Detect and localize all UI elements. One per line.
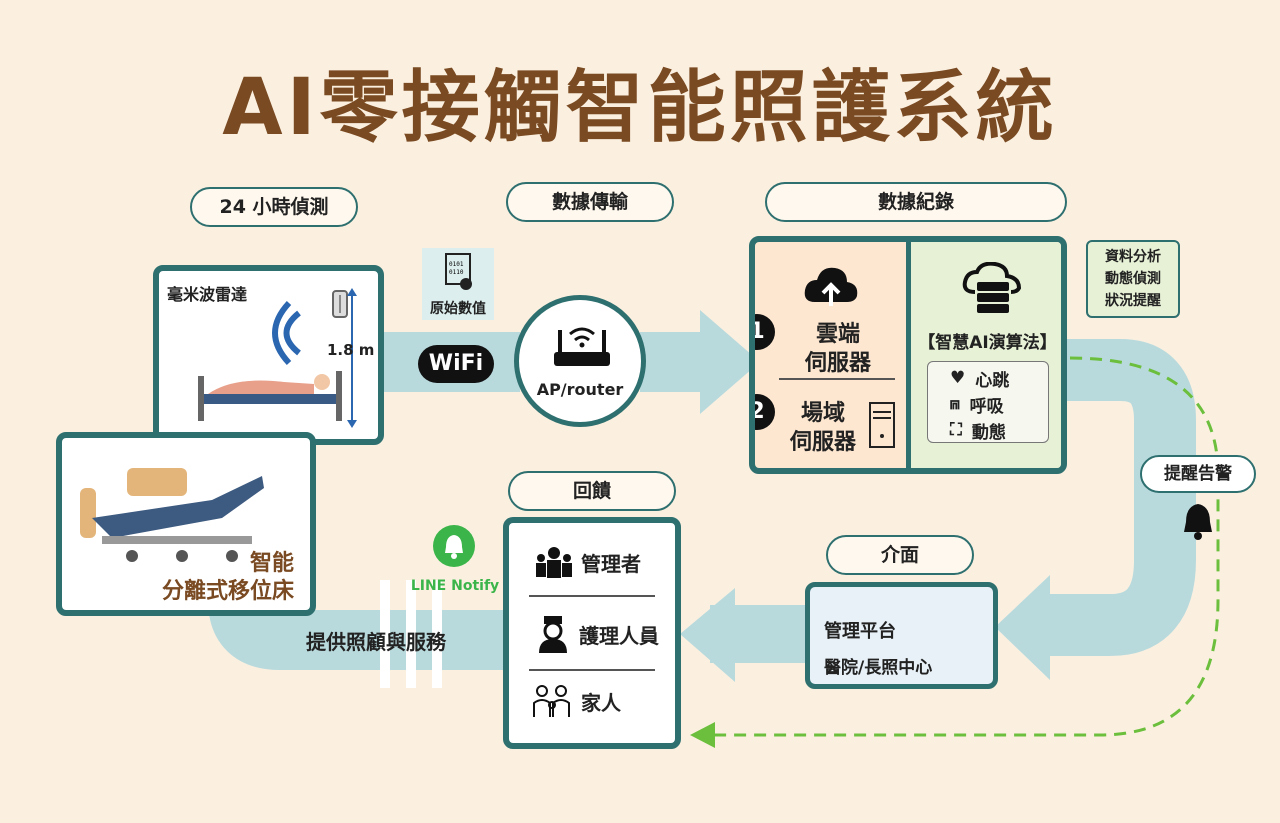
motion-icon: ⛶	[950, 420, 962, 440]
stage-interface: 介面	[826, 535, 974, 575]
lungs-icon: ⩎	[950, 394, 960, 414]
radar-card: 毫米波雷達 1.8 m	[153, 265, 384, 445]
bed-label-line1: 智能	[249, 551, 294, 576]
role-family: 家人	[531, 683, 621, 719]
platform-card: 管理平台 醫院/長照中心	[805, 582, 998, 689]
bell-icon	[1184, 504, 1212, 540]
flow-arrowhead-to-server	[700, 310, 760, 414]
analysis-line2: 動態偵測	[1105, 271, 1161, 287]
flow-loop-right	[1040, 339, 1196, 656]
bed-label-line2: 分離式移位床	[161, 579, 294, 604]
flow-stripe	[380, 580, 390, 688]
role-label: 家人	[581, 690, 621, 715]
algorithm-item-breathing: ⩎ 呼吸	[950, 391, 1048, 417]
analysis-line1: 資料分析	[1105, 249, 1161, 265]
cloud-server-number: 1	[755, 314, 775, 350]
family-icon	[533, 685, 570, 717]
server-tower-icon	[869, 402, 895, 448]
site-server-line1: 場域	[800, 401, 845, 426]
cloud-server-line1: 雲端	[815, 322, 860, 347]
bed-label: 智能 分離式移位床	[162, 550, 294, 606]
cloud-database-icon	[962, 262, 1022, 313]
platform-title: 管理平台	[824, 621, 896, 642]
algorithm-item-motion: ⛶ 動態	[950, 417, 1048, 443]
heartbeat-icon: ♥	[950, 368, 966, 388]
site-server-label: 場域 伺服器	[773, 399, 873, 457]
role-nurse: 護理人員	[535, 615, 659, 653]
role-label: 管理者	[581, 551, 641, 576]
svg-text:0101: 0101	[449, 261, 464, 268]
analysis-box: 資料分析 動態偵測 狀況提醒	[1086, 240, 1180, 318]
stage-feedback: 回饋	[508, 471, 676, 511]
raw-data-label: 原始數值	[430, 301, 486, 317]
line-bell-icon	[433, 525, 475, 567]
algorithm-item-label: 動態	[971, 422, 1006, 443]
alert-dashed-path	[715, 356, 1220, 737]
alert-badge: 提醒告警	[1140, 455, 1256, 493]
stage-record: 數據紀錄	[765, 182, 1067, 222]
router-node: AP/router	[514, 295, 646, 427]
flow-arrowhead-to-platform	[995, 575, 1050, 680]
site-server-line2: 伺服器	[789, 430, 856, 455]
line-notify-label: LINE Notify	[410, 578, 500, 594]
algorithm-title: 【智慧AI演算法】	[918, 333, 1057, 353]
algorithm-item-label: 呼吸	[969, 396, 1004, 417]
radar-waves-icon	[272, 300, 301, 366]
radar-device-icon	[332, 290, 348, 318]
alert-arrowhead	[690, 722, 715, 748]
radar-label: 毫米波雷達	[167, 285, 248, 304]
flow-stripe	[406, 580, 416, 688]
flow-arrowhead-to-roles	[680, 588, 735, 682]
cloud-upload-icon	[804, 267, 858, 306]
admin-group-icon	[536, 547, 572, 578]
smart-bed-icon	[80, 468, 264, 562]
server-block: 1 雲端 伺服器 2 場域 伺服器 【智慧AI演算法】 ♥ 心跳 ⩎ 呼吸 ⛶ …	[749, 236, 1067, 474]
stage-transfer: 數據傳輸	[506, 182, 674, 222]
algorithm-item-heartbeat: ♥ 心跳	[950, 365, 1048, 391]
analysis-line3: 狀況提醒	[1105, 293, 1161, 309]
wifi-icon: WiFi	[418, 345, 494, 383]
bed-card: 智能 分離式移位床	[56, 432, 316, 616]
role-label: 護理人員	[579, 623, 659, 648]
algorithm-list: ♥ 心跳 ⩎ 呼吸 ⛶ 動態	[927, 361, 1049, 443]
router-label: AP/router	[536, 380, 624, 399]
router-icon	[554, 327, 610, 366]
height-arrow-icon	[347, 288, 357, 428]
svg-text:0110: 0110	[449, 269, 464, 276]
service-label: 提供照顧與服務	[306, 630, 446, 654]
data-gear-icon: 0101 0110	[445, 253, 472, 290]
platform-subtitle: 醫院/長照中心	[824, 658, 933, 678]
role-divider	[529, 595, 655, 597]
stage-detect: 24 小時偵測	[190, 187, 358, 227]
cloud-server-label: 雲端 伺服器	[783, 320, 893, 378]
radar-height: 1.8 m	[327, 341, 375, 359]
server-divider	[779, 378, 895, 380]
raw-data-badge: 0101 0110 原始數值	[422, 248, 494, 320]
cloud-server-line2: 伺服器	[804, 351, 871, 376]
nurse-icon	[539, 616, 567, 653]
page-title: AI零接觸智能照護系統	[222, 63, 1058, 153]
patient-bed-icon	[198, 371, 342, 421]
site-server-number: 2	[755, 394, 775, 430]
flow-stripe	[432, 580, 442, 688]
algorithm-item-label: 心跳	[975, 370, 1010, 391]
role-admin: 管理者	[535, 545, 641, 579]
role-divider	[529, 669, 655, 671]
roles-card: 管理者 護理人員 家人	[503, 517, 681, 749]
